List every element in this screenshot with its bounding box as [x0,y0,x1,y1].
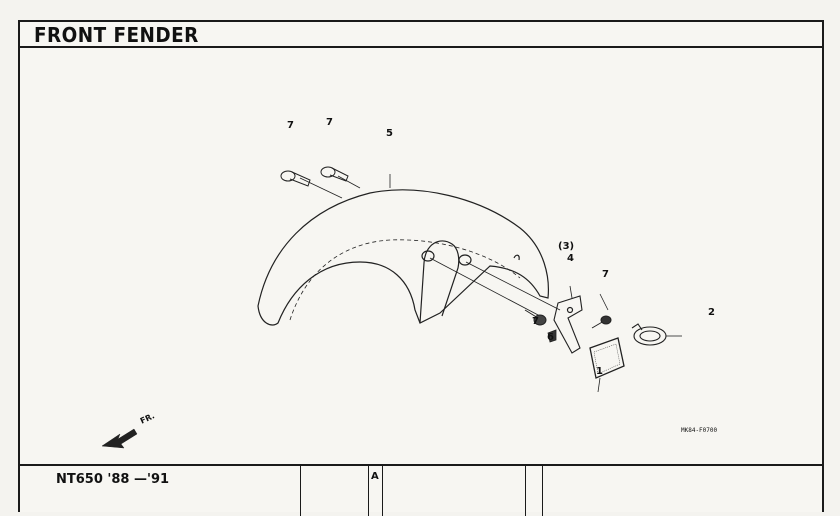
bolt-top-right [320,166,349,182]
callout-4: 4 [567,253,574,264]
mount-hole-left [421,250,435,262]
callout-6: 6 [547,332,554,343]
clip-part [547,329,557,343]
front-fender-part [257,189,549,326]
callout-1: 1 [596,366,603,377]
reflector-part [589,337,625,379]
callout-7a: 7 [287,120,294,131]
callout-7c: 7 [602,269,609,280]
callout-5: 5 [386,128,393,139]
bolt-bracket [591,315,612,329]
footer-divider [368,466,369,516]
reflector-bracket [553,295,583,354]
footer-bar: NT650 '88 —'91 A [20,464,822,516]
footer-divider [542,466,543,516]
footer-divider [525,466,526,516]
exploded-diagram [101,166,682,449]
page-title: FRONT FENDER [34,23,199,47]
callout-2: 2 [708,307,715,318]
figure-code: MK84-F0700 [681,427,718,434]
footer-divider [382,466,383,516]
callout-3: (3) [558,241,575,252]
footer-divider [300,466,301,516]
bolt-top-left [280,170,311,187]
title-bar: FRONT FENDER [20,22,822,48]
callout-7b: 7 [326,117,333,128]
parts-sheet: FRONT FENDER [18,20,824,516]
grommet-part [631,323,667,346]
bolt-lower [524,309,547,326]
model-label: NT650 '88 —'91 [56,472,170,487]
callout-7d: 7 [532,316,539,327]
code-box: A [371,471,379,482]
mount-hole-right [458,254,472,266]
front-direction-arrow [101,428,138,449]
